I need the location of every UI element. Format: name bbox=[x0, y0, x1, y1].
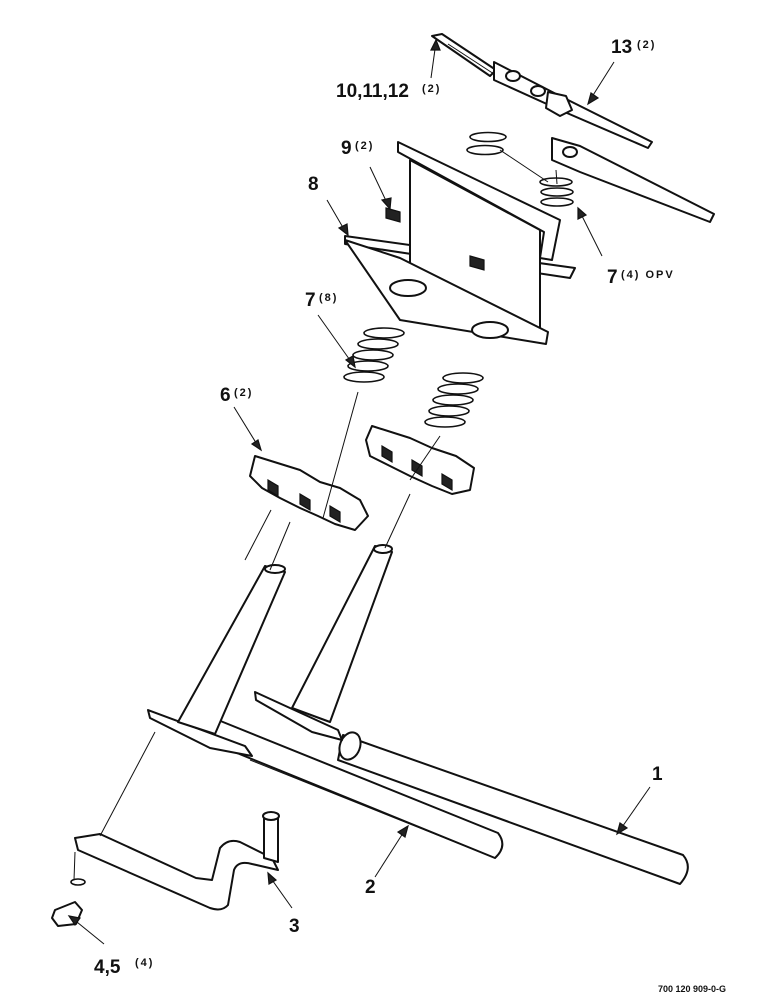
upper-washers bbox=[466, 131, 507, 156]
callout-number: 1 bbox=[652, 764, 663, 785]
callout-number: 8 bbox=[308, 174, 319, 195]
callout-2: 2 bbox=[365, 877, 376, 898]
right-support-post bbox=[254, 544, 393, 741]
part-13-bracket-lower bbox=[551, 137, 715, 223]
callout-number: 9 bbox=[341, 138, 352, 159]
callout-number: 6 bbox=[220, 385, 231, 406]
callout-7-upper-stack: 7 (8) bbox=[305, 290, 338, 311]
assembly-lines bbox=[73, 149, 558, 881]
drawing-code: 700 120 909-0-G bbox=[658, 984, 726, 994]
part-13-bracket-upper bbox=[493, 61, 653, 149]
callout-7-opv: 7 (4) OPV bbox=[607, 267, 675, 288]
callout-9: 9 (2) bbox=[341, 138, 374, 159]
part-2-short-rod bbox=[209, 719, 504, 859]
part-3-bracket bbox=[74, 811, 280, 911]
callout-quantity: (2) bbox=[355, 140, 374, 152]
callout-quantity: (2) bbox=[422, 83, 441, 95]
part-7-washer-stack-right bbox=[424, 372, 484, 428]
part-6-star-wheel-left bbox=[249, 455, 369, 531]
left-support-post bbox=[147, 564, 286, 757]
callout-number: 10,11,12 bbox=[336, 81, 409, 102]
part-7-washer-stack-left bbox=[343, 327, 405, 383]
callout-quantity: (4) bbox=[135, 957, 154, 969]
part-10-11-12-bolt-nut bbox=[431, 33, 497, 77]
callout-1: 1 bbox=[652, 764, 663, 785]
callout-13: 13 (2) bbox=[611, 37, 656, 58]
callout-4-5: 4,5 (4) bbox=[94, 957, 154, 978]
callout-quantity: (2) bbox=[234, 387, 253, 399]
callout-number: 7 bbox=[305, 290, 316, 311]
part-9-grease-fittings bbox=[385, 207, 485, 271]
part-7-opv-washers bbox=[539, 177, 574, 207]
callout-number: 7 bbox=[607, 267, 618, 288]
callout-quantity: (8) bbox=[319, 292, 338, 304]
callout-10-11-12: 10,11,12 (2) bbox=[336, 81, 441, 102]
callout-8: 8 bbox=[308, 174, 319, 195]
callout-number: 4,5 bbox=[94, 957, 121, 978]
part-1-long-rod bbox=[337, 731, 689, 885]
callout-6: 6 (2) bbox=[220, 385, 253, 406]
callout-quantity: (2) bbox=[637, 39, 656, 51]
callout-quantity: (4) OPV bbox=[621, 269, 675, 281]
callout-number: 3 bbox=[289, 916, 300, 937]
callout-number: 2 bbox=[365, 877, 376, 898]
part-8-mount-block bbox=[344, 141, 576, 345]
callout-number: 13 bbox=[611, 37, 632, 58]
part-6-star-wheel-right bbox=[365, 425, 475, 495]
leader-arrows bbox=[67, 38, 651, 945]
callout-3: 3 bbox=[289, 916, 300, 937]
